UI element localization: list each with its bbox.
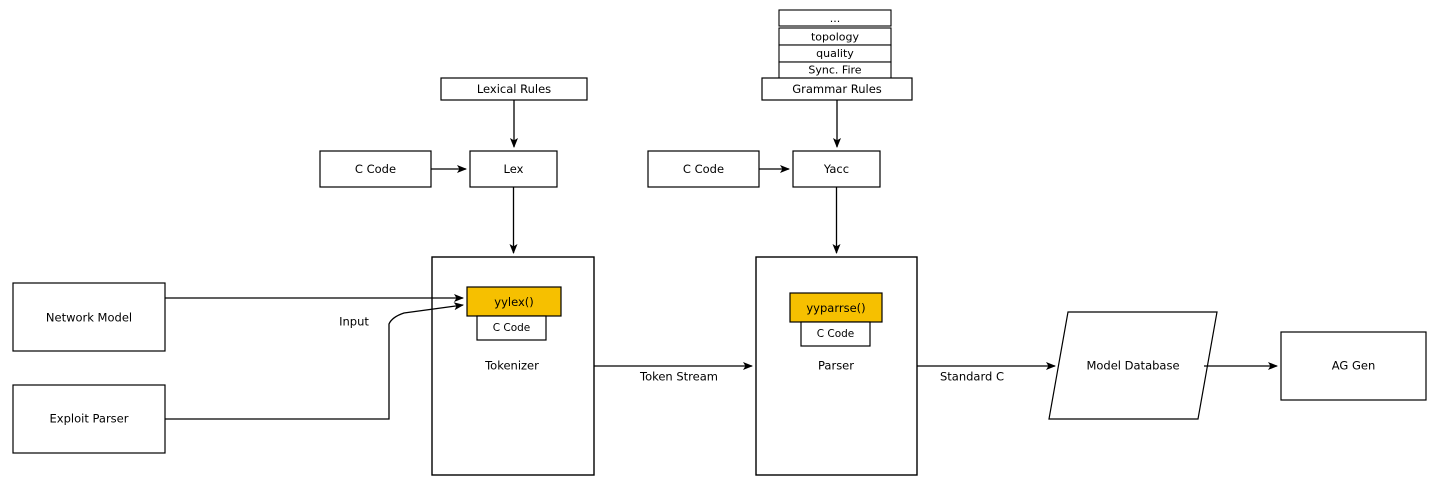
- lex-label: Lex: [504, 162, 524, 176]
- lex-box[interactable]: [469, 150, 558, 188]
- grammar-rules-stack: ... topology quality Sync. Fire: [778, 9, 892, 80]
- lex-c-code-label: C Code: [355, 162, 396, 176]
- edge-label-standard-c: Standard C: [940, 370, 1004, 384]
- ag-gen-box[interactable]: [1280, 331, 1427, 401]
- model-database-shape[interactable]: [1048, 311, 1218, 420]
- lex-c-code-node[interactable]: C Code: [319, 150, 432, 188]
- grammar-stack-label-1: topology: [811, 31, 860, 44]
- exploit-parser-label: Exploit Parser: [50, 412, 129, 426]
- edge-exploit-parser-to-yylex: [165, 302, 464, 420]
- model-database-node[interactable]: Model Database: [1048, 311, 1218, 420]
- network-model-label: Network Model: [46, 311, 132, 325]
- tokenizer-c-code-box[interactable]: [476, 315, 547, 341]
- grammar-stack-label-0: ...: [830, 12, 841, 25]
- ag-gen-label: AG Gen: [1332, 359, 1376, 373]
- yylex-function-label: yylex(): [494, 295, 533, 309]
- lex-node[interactable]: Lex: [469, 150, 558, 188]
- model-database-label: Model Database: [1086, 359, 1179, 373]
- yacc-c-code-label: C Code: [683, 162, 724, 176]
- grammar-rules-node[interactable]: Grammar Rules: [761, 77, 913, 101]
- yylex-function-box[interactable]: [466, 286, 562, 317]
- yacc-node[interactable]: Yacc: [792, 150, 881, 188]
- grammar-stack-label-2: quality: [816, 47, 854, 60]
- parser-label: Parser: [818, 359, 854, 373]
- network-model-box[interactable]: [12, 282, 166, 352]
- parser-c-code-box[interactable]: [800, 321, 871, 347]
- tokenizer-container[interactable]: yylex() C Code Tokenizer: [431, 256, 595, 476]
- lexical-rules-node[interactable]: Lexical Rules: [440, 77, 588, 101]
- edge-label-token-stream: Token Stream: [639, 370, 718, 384]
- yyparse-function-label: yyparrse(): [806, 301, 865, 315]
- yacc-label: Yacc: [823, 162, 849, 176]
- parser-container[interactable]: yyparrse() C Code Parser: [755, 256, 918, 476]
- exploit-parser-box[interactable]: [12, 384, 166, 454]
- exploit-parser-node[interactable]: Exploit Parser: [12, 384, 166, 454]
- parser-c-code-label: C Code: [817, 328, 855, 340]
- tokenizer-label: Tokenizer: [484, 359, 539, 373]
- ag-gen-node[interactable]: AG Gen: [1280, 331, 1427, 401]
- grammar-stack-item-0: [778, 9, 892, 27]
- yyparse-function-box[interactable]: [789, 292, 883, 323]
- grammar-stack-label-3: Sync. Fire: [808, 64, 861, 77]
- lexical-rules-label: Lexical Rules: [477, 82, 551, 96]
- yacc-c-code-node[interactable]: C Code: [647, 150, 760, 188]
- edge-label-input: Input: [339, 315, 369, 329]
- network-model-node[interactable]: Network Model: [12, 282, 166, 352]
- tokenizer-c-code-label: C Code: [493, 322, 531, 334]
- yacc-box[interactable]: [792, 150, 881, 188]
- grammar-rules-label: Grammar Rules: [792, 82, 882, 96]
